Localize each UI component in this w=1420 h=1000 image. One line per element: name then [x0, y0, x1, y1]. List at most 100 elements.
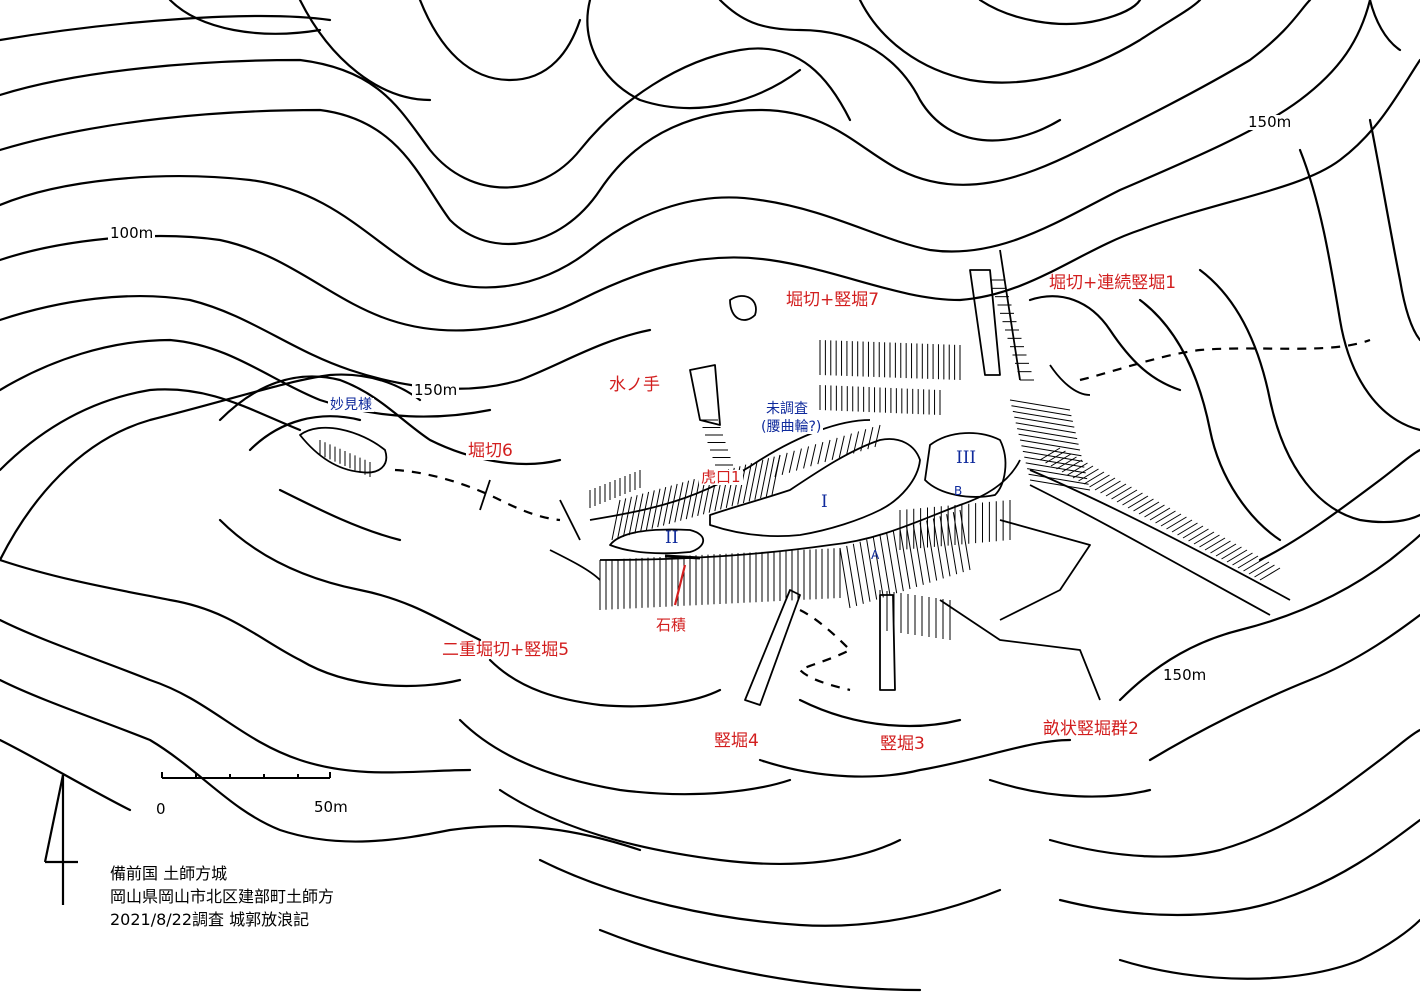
hatch-line: [628, 495, 638, 536]
hatch-line: [874, 424, 881, 448]
hatch-line: [1171, 519, 1193, 533]
contour-line: [0, 373, 422, 562]
contour-line: [1118, 533, 1420, 702]
hatch-line: [886, 533, 898, 594]
trench: [1049, 364, 1091, 396]
hatch-line: [651, 488, 661, 529]
hatch-line: [634, 493, 644, 534]
contour-line: [218, 518, 482, 642]
enclosure-1-label: I: [821, 492, 828, 512]
hatch-line: [831, 437, 838, 460]
legend-survey-credit: 2021/8/22調査 城郭放浪記: [110, 910, 310, 929]
hatch-line: [1138, 501, 1160, 515]
hatch-line: [853, 431, 860, 454]
trench: [559, 499, 581, 541]
hatch-line: [1232, 552, 1253, 566]
hatch-line: [1199, 534, 1220, 548]
hatch-line: [1160, 513, 1182, 527]
hatch-line: [1045, 450, 1066, 464]
hatch-line: [674, 482, 684, 523]
label-nijuu-horikiri-tatebori-5: 二重堀切+竪堀5: [440, 640, 572, 660]
hatch-line: [760, 458, 770, 499]
contour-line: [0, 558, 462, 688]
contour-line: [0, 738, 132, 812]
hatch-line: [1067, 462, 1088, 476]
north-arrow: [43, 774, 78, 905]
label-koguchi-1: 虎口1: [699, 468, 743, 486]
hatch-line: [932, 518, 944, 579]
hatch-line: [810, 444, 817, 467]
hatch-line: [1019, 439, 1081, 451]
hatch-line: [611, 499, 621, 541]
hatch-line: [1050, 453, 1072, 467]
contour-line: [0, 0, 1312, 246]
contour-line: [1298, 148, 1420, 432]
hatch-line: [866, 539, 878, 600]
stone-wall-edge: [664, 554, 701, 560]
hatch-line: [754, 459, 764, 500]
contour-line: [758, 738, 1072, 778]
hatch-line: [657, 487, 667, 528]
trench: [999, 519, 1091, 621]
hatch-line: [1061, 459, 1083, 473]
hatch-line: [1215, 543, 1237, 557]
scale-label-zero: 0: [156, 800, 166, 818]
hatch-line: [1017, 428, 1078, 440]
hatch-line: [1072, 465, 1094, 479]
hatch-line: [1116, 489, 1138, 503]
hatch-line: [860, 429, 867, 452]
contour-line: [168, 0, 322, 35]
scale-label-50m: 50m: [314, 798, 348, 816]
enclosure-2-label: II: [665, 528, 679, 548]
label-koshikuruwa-question: (腰曲輪?): [759, 419, 824, 435]
trench: [479, 479, 491, 511]
hatch-line: [817, 442, 824, 465]
hatch-line: [1078, 468, 1099, 482]
trench: [744, 589, 801, 706]
trench: [1029, 484, 1271, 616]
hatch-line: [1133, 498, 1154, 512]
legend-castle-name: 備前国 土師方城: [110, 864, 228, 883]
contour-line: [1118, 918, 1420, 980]
hatch-line: [1025, 462, 1086, 474]
contour-line: [1138, 298, 1282, 542]
trench: [969, 269, 1001, 376]
point-b-label: B: [954, 484, 963, 498]
footpath-east: [1079, 338, 1371, 382]
label-horikiri-tatebori-7: 堀切+竪堀7: [784, 290, 882, 310]
hatch-line: [1127, 495, 1149, 509]
hatch-line: [788, 450, 795, 473]
hatch-line: [742, 462, 752, 504]
hatch-line: [1021, 445, 1082, 457]
contour-line: [218, 375, 562, 466]
contour-line: [1198, 268, 1420, 524]
hatch-line: [824, 439, 831, 463]
contour-line: [598, 928, 922, 992]
hatch-line: [1089, 474, 1110, 488]
myoken-outline: [299, 426, 388, 474]
hatch-line: [1009, 399, 1071, 411]
label-unsurveyed: 未調査: [764, 401, 810, 417]
contour-line: [988, 778, 1152, 798]
footpath-west: [394, 468, 561, 522]
contour-label-100m: 100m: [108, 224, 156, 242]
hatch-line: [1259, 567, 1281, 581]
hatch-line: [1177, 522, 1198, 536]
hatch-line: [640, 491, 650, 533]
hatch-line: [1029, 479, 1091, 491]
outer-terrace-outline: [599, 459, 1021, 561]
hatch-line: [803, 446, 810, 469]
hatch-line: [1226, 549, 1248, 563]
contour-label-150m-left: 150m: [412, 381, 460, 399]
contour-line: [0, 338, 492, 418]
hatch-line: [1056, 456, 1077, 470]
contour-line: [498, 788, 902, 866]
contour-line: [1368, 0, 1402, 52]
contour-label-150m-bottom-right: 150m: [1161, 666, 1209, 684]
contour-line: [538, 858, 1002, 927]
hatch-line: [1243, 558, 1264, 572]
hatch-line: [1094, 477, 1116, 491]
hatch-line: [1028, 473, 1089, 485]
castle-earthworks: [299, 249, 1291, 706]
trench: [549, 549, 601, 581]
